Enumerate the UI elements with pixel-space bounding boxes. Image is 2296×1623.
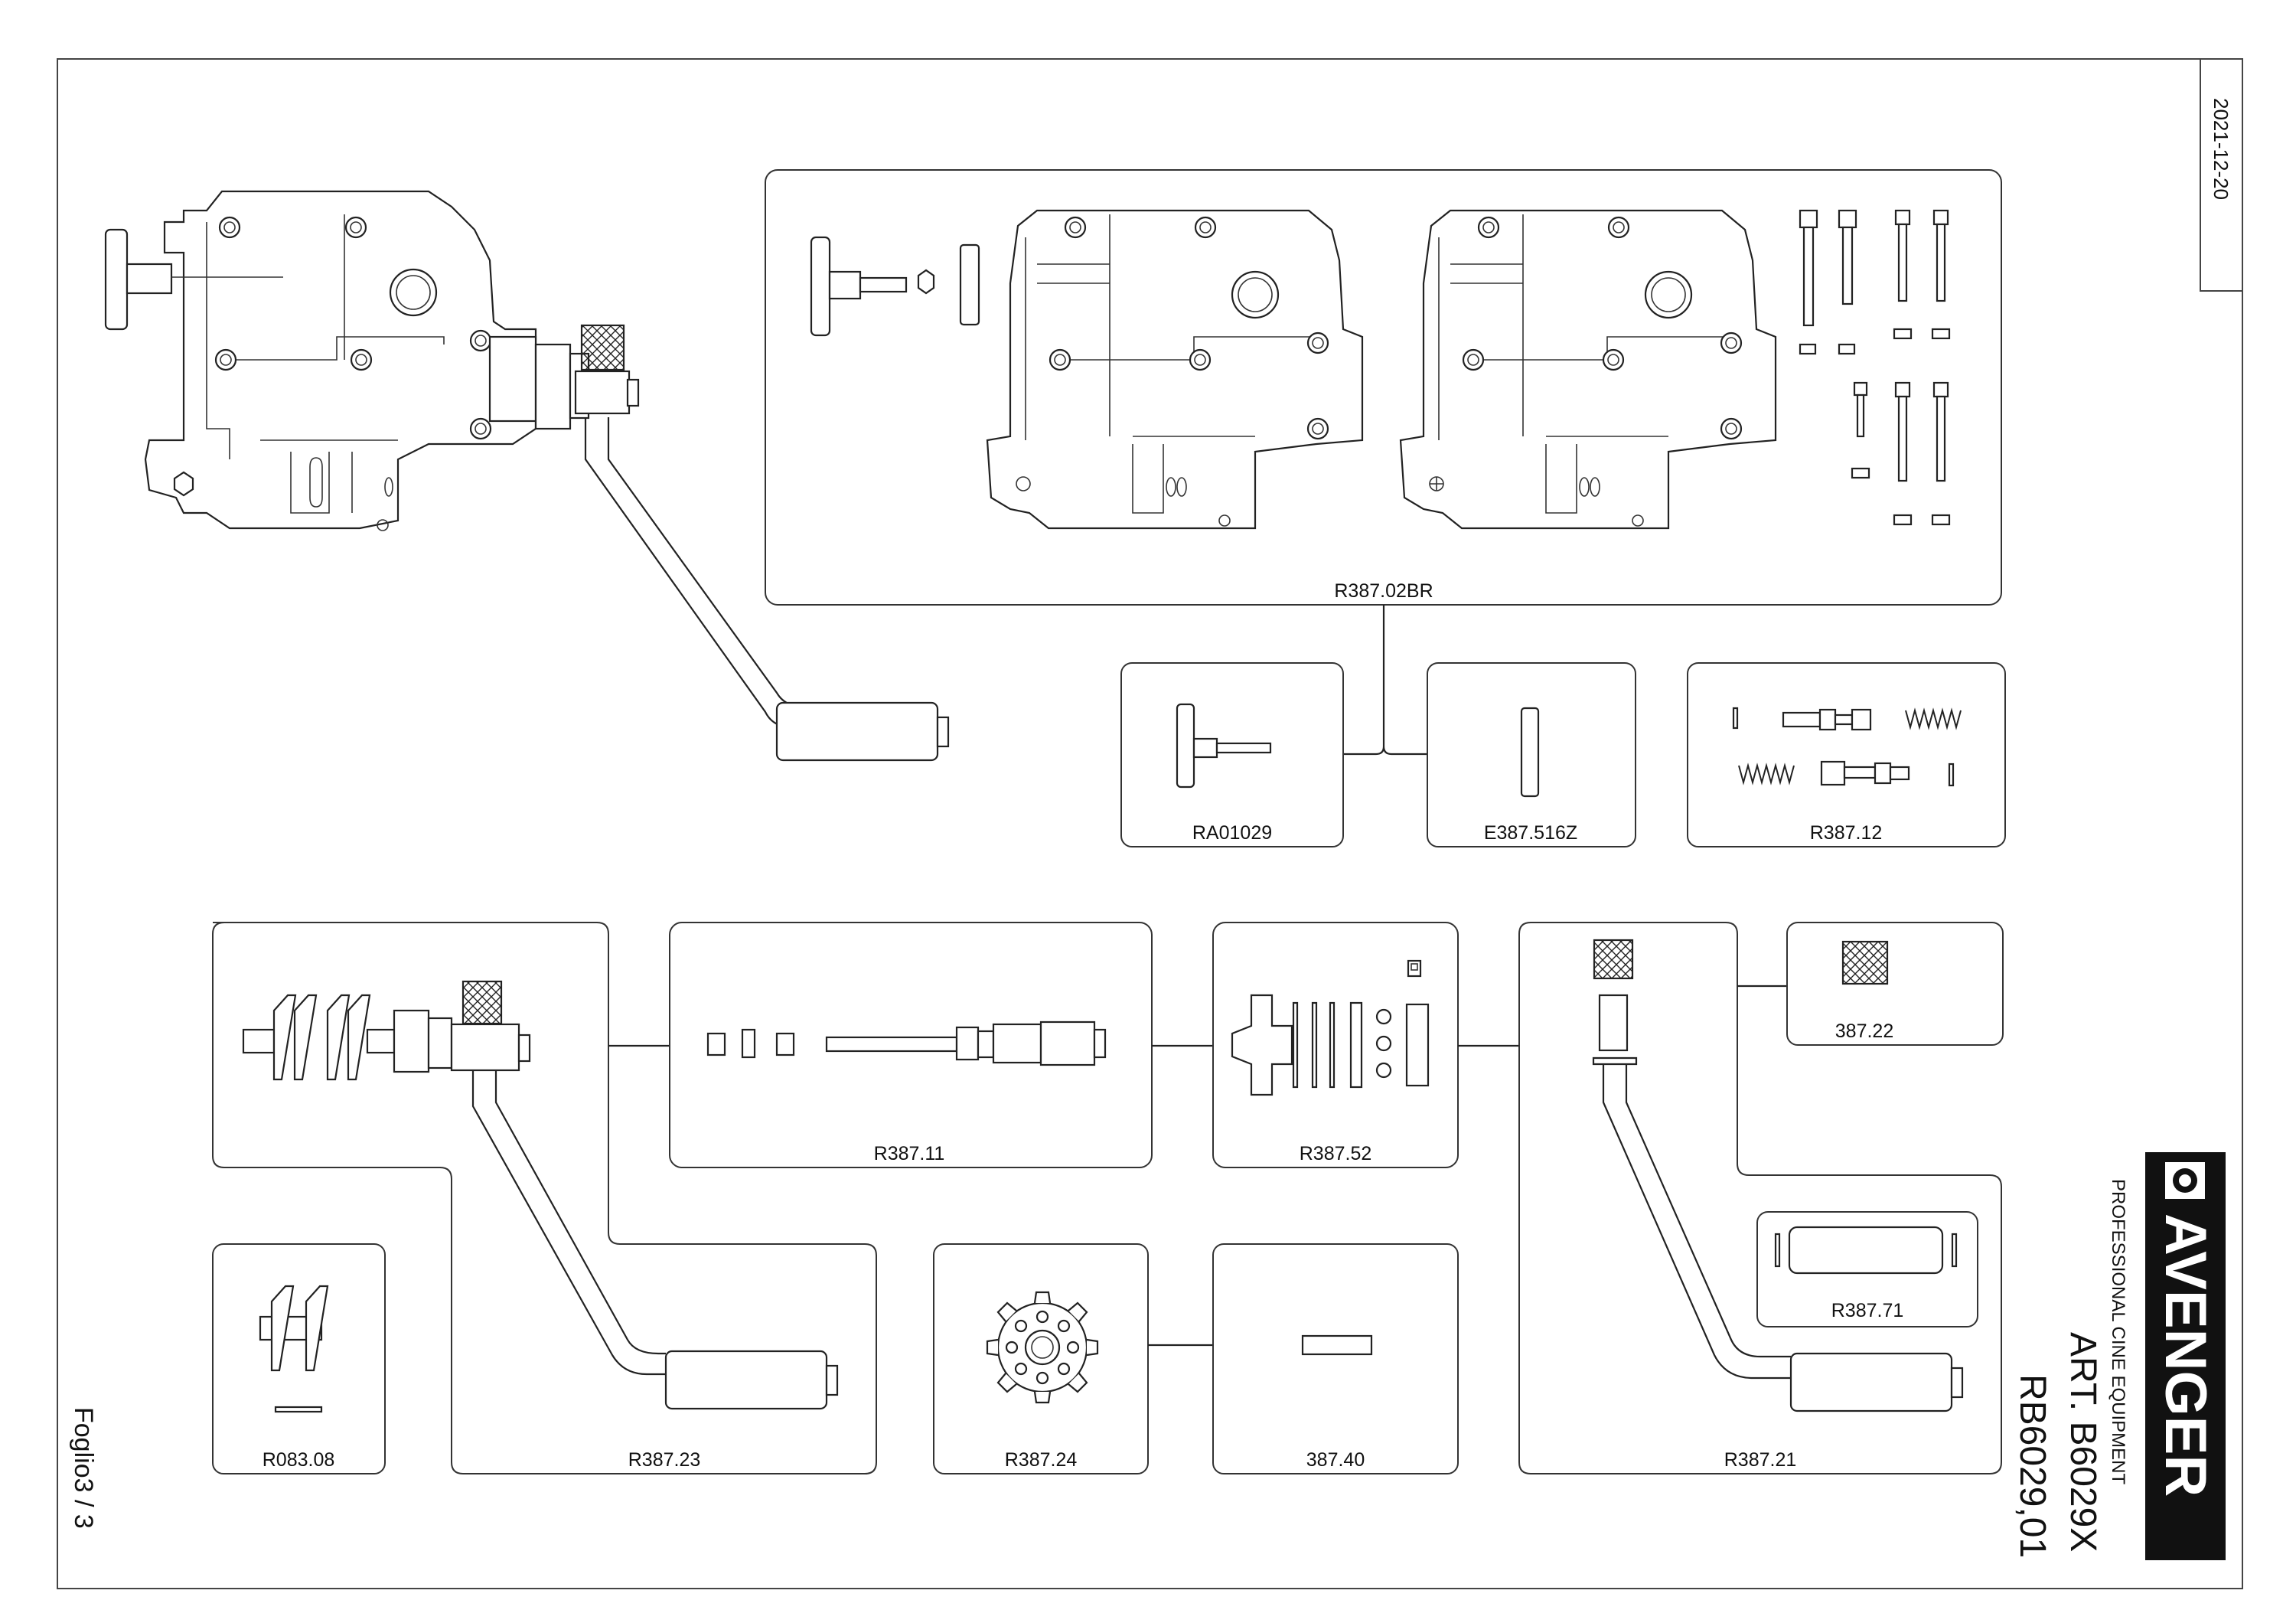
label-r387-02br: R387.02BR <box>1334 580 1433 602</box>
article-number: ART. B6029X <box>2063 1332 2103 1552</box>
label-e387-516z: E387.516Z <box>1484 822 1577 844</box>
part-group-r387-02br: R387.02BR <box>765 169 2002 606</box>
part-box-e387-516z: E387.516Z <box>1427 662 1636 847</box>
label-r387-52: R387.52 <box>1300 1143 1372 1164</box>
drawing-frame <box>57 58 2243 1589</box>
part-box-r387-11: R387.11 <box>669 922 1153 1168</box>
part-box-387-22: 387.22 <box>1786 922 2004 1046</box>
brand-name: AVENGER <box>2153 1213 2218 1497</box>
part-box-r387-24: R387.24 <box>933 1243 1149 1474</box>
label-r387-71: R387.71 <box>1831 1300 1904 1321</box>
part-box-ra01029: RA01029 <box>1120 662 1344 847</box>
label-r387-23: R387.23 <box>628 1449 701 1471</box>
label-ra01029: RA01029 <box>1192 822 1272 844</box>
date-block: 2021-12-20 <box>2200 59 2242 292</box>
part-box-r083-08: R083.08 <box>212 1243 386 1474</box>
part-box-r387-12: R387.12 <box>1687 662 2006 847</box>
brand-logo-mark <box>2165 1162 2205 1199</box>
main-assembly-drawing <box>104 190 950 762</box>
part-box-r387-71: R387.71 <box>1756 1211 1978 1327</box>
label-r387-12: R387.12 <box>1810 822 1883 844</box>
label-r387-24: R387.24 <box>1005 1449 1078 1471</box>
label-387-40: 387.40 <box>1306 1449 1365 1471</box>
article-code: RB6029,01 <box>2012 1374 2053 1558</box>
brand-tagline: PROFESSIONAL CINE EQUIPMENT <box>2108 1179 2128 1485</box>
label-r387-21: R387.21 <box>1724 1449 1797 1471</box>
label-r387-11: R387.11 <box>874 1143 945 1164</box>
part-group-r387-21: R387.21 <box>1518 922 2002 1474</box>
brand-logo-bg <box>2145 1152 2226 1560</box>
title-block: AVENGER PROFESSIONAL CINE EQUIPMENT ART.… <box>2012 1152 2226 1560</box>
part-box-r387-52: R387.52 <box>1212 922 1459 1168</box>
connector-r387-02br <box>1343 605 1427 756</box>
page-number: Foglio3 / 3 <box>69 1407 98 1529</box>
part-box-387-40: 387.40 <box>1212 1243 1459 1474</box>
label-r083-08: R083.08 <box>263 1449 335 1471</box>
label-387-22: 387.22 <box>1835 1020 1893 1042</box>
date-text: 2021-12-20 <box>2210 98 2232 200</box>
part-group-r387-23: R387.23 <box>212 922 877 1474</box>
